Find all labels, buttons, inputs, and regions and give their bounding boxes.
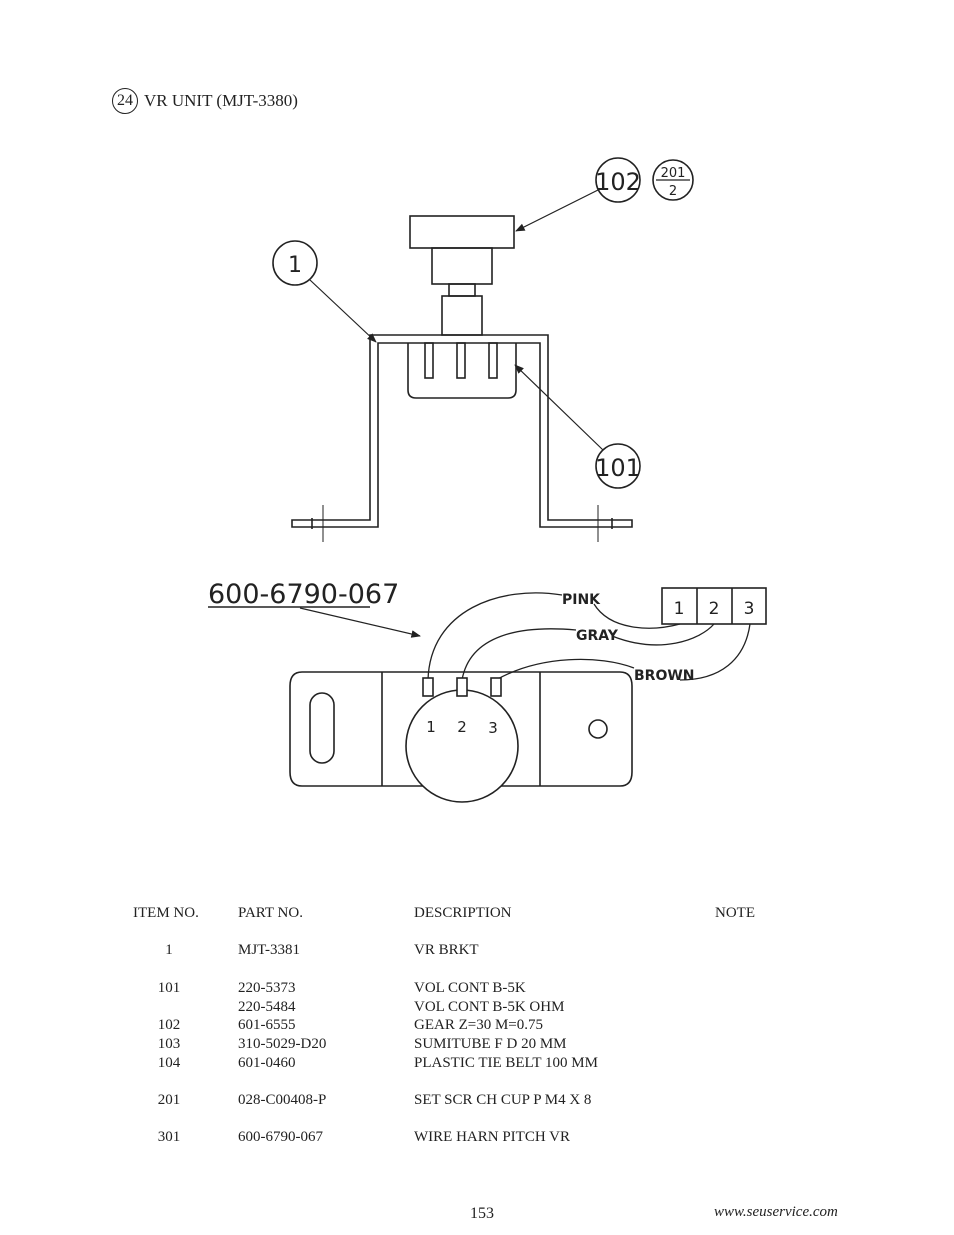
- wire-label-brown: BROWN: [634, 668, 695, 684]
- table-row-item: 102: [157, 1017, 181, 1033]
- callout-201-bottom-label: 2: [669, 184, 677, 199]
- table-row-part: 600-6790-067: [238, 1129, 323, 1145]
- page-number: 153: [470, 1205, 494, 1222]
- connector-pin-2: 2: [709, 599, 720, 619]
- callout-101: [514, 364, 641, 489]
- harness-label: [208, 606, 421, 638]
- harness-part-number: 600-6790-067: [208, 579, 399, 610]
- callout-1: [272, 240, 377, 343]
- table-row-desc: SET SCR CH CUP P M4 X 8: [414, 1092, 592, 1108]
- table-row-item: 1: [165, 942, 173, 958]
- table-row-desc: VR BRKT: [414, 942, 479, 958]
- table-row-item: 103: [157, 1036, 181, 1052]
- table-row-item: 301: [157, 1129, 181, 1145]
- table-row-part: 220-5484: [238, 999, 296, 1015]
- table-row-desc: VOL CONT B-5K OHM: [414, 999, 565, 1015]
- connector-pin-3: 3: [744, 599, 755, 619]
- table-row-part: 310-5029-D20: [238, 1036, 327, 1052]
- header-item-no: ITEM NO.: [133, 905, 199, 921]
- table-row-part: 028-C00408-P: [238, 1092, 327, 1108]
- table-row-desc: PLASTIC TIE BELT 100 MM: [414, 1055, 598, 1071]
- callout-102: [515, 157, 694, 232]
- table-row-part: 601-6555: [238, 1017, 296, 1033]
- table-row-desc: GEAR Z=30 M=0.75: [414, 1017, 544, 1033]
- section-number-badge: 24: [112, 88, 138, 114]
- pot-pin-3: 3: [488, 719, 498, 737]
- table-row-item: 101: [157, 980, 181, 996]
- table-row-part: MJT-3381: [238, 942, 300, 958]
- header-note: NOTE: [715, 905, 755, 921]
- knob-shaft: [409, 215, 515, 336]
- table-row-desc: SUMITUBE F D 20 MM: [414, 1036, 567, 1052]
- header-part-no: PART NO.: [238, 905, 303, 921]
- wire-label-gray: GRAY: [576, 628, 619, 644]
- pot-pin-1: 1: [426, 718, 436, 736]
- header-description: DESCRIPTION: [414, 905, 512, 921]
- callout-201-top-label: 201: [661, 166, 686, 181]
- website-link[interactable]: www.seuservice.com: [714, 1204, 838, 1220]
- table-row-part: 220-5373: [238, 980, 296, 996]
- callout-101-label: 101: [595, 454, 641, 482]
- connector-pin-1: 1: [674, 599, 685, 619]
- pot-pin-2: 2: [457, 718, 467, 736]
- table-row-item: 201: [157, 1092, 181, 1108]
- section-title: VR UNIT (MJT-3380): [144, 91, 298, 110]
- pot-body-side: [407, 342, 517, 399]
- bracket-side-view: [291, 334, 633, 542]
- section-heading: 24 VR UNIT (MJT-3380): [112, 88, 298, 114]
- table-row-desc: WIRE HARN PITCH VR: [414, 1129, 570, 1145]
- callout-1-label: 1: [288, 253, 302, 278]
- table-row-desc: VOL CONT B-5K: [414, 980, 526, 996]
- table-row-item: 104: [157, 1055, 181, 1071]
- bracket-top-view: [289, 671, 633, 803]
- wire-label-pink: PINK: [562, 592, 601, 608]
- callout-102-label: 102: [595, 168, 641, 196]
- table-row-part: 601-0460: [238, 1055, 296, 1071]
- vr-unit-drawing: 1 102 201 2 101 600-6790-067 PINK GRAY B…: [208, 157, 767, 803]
